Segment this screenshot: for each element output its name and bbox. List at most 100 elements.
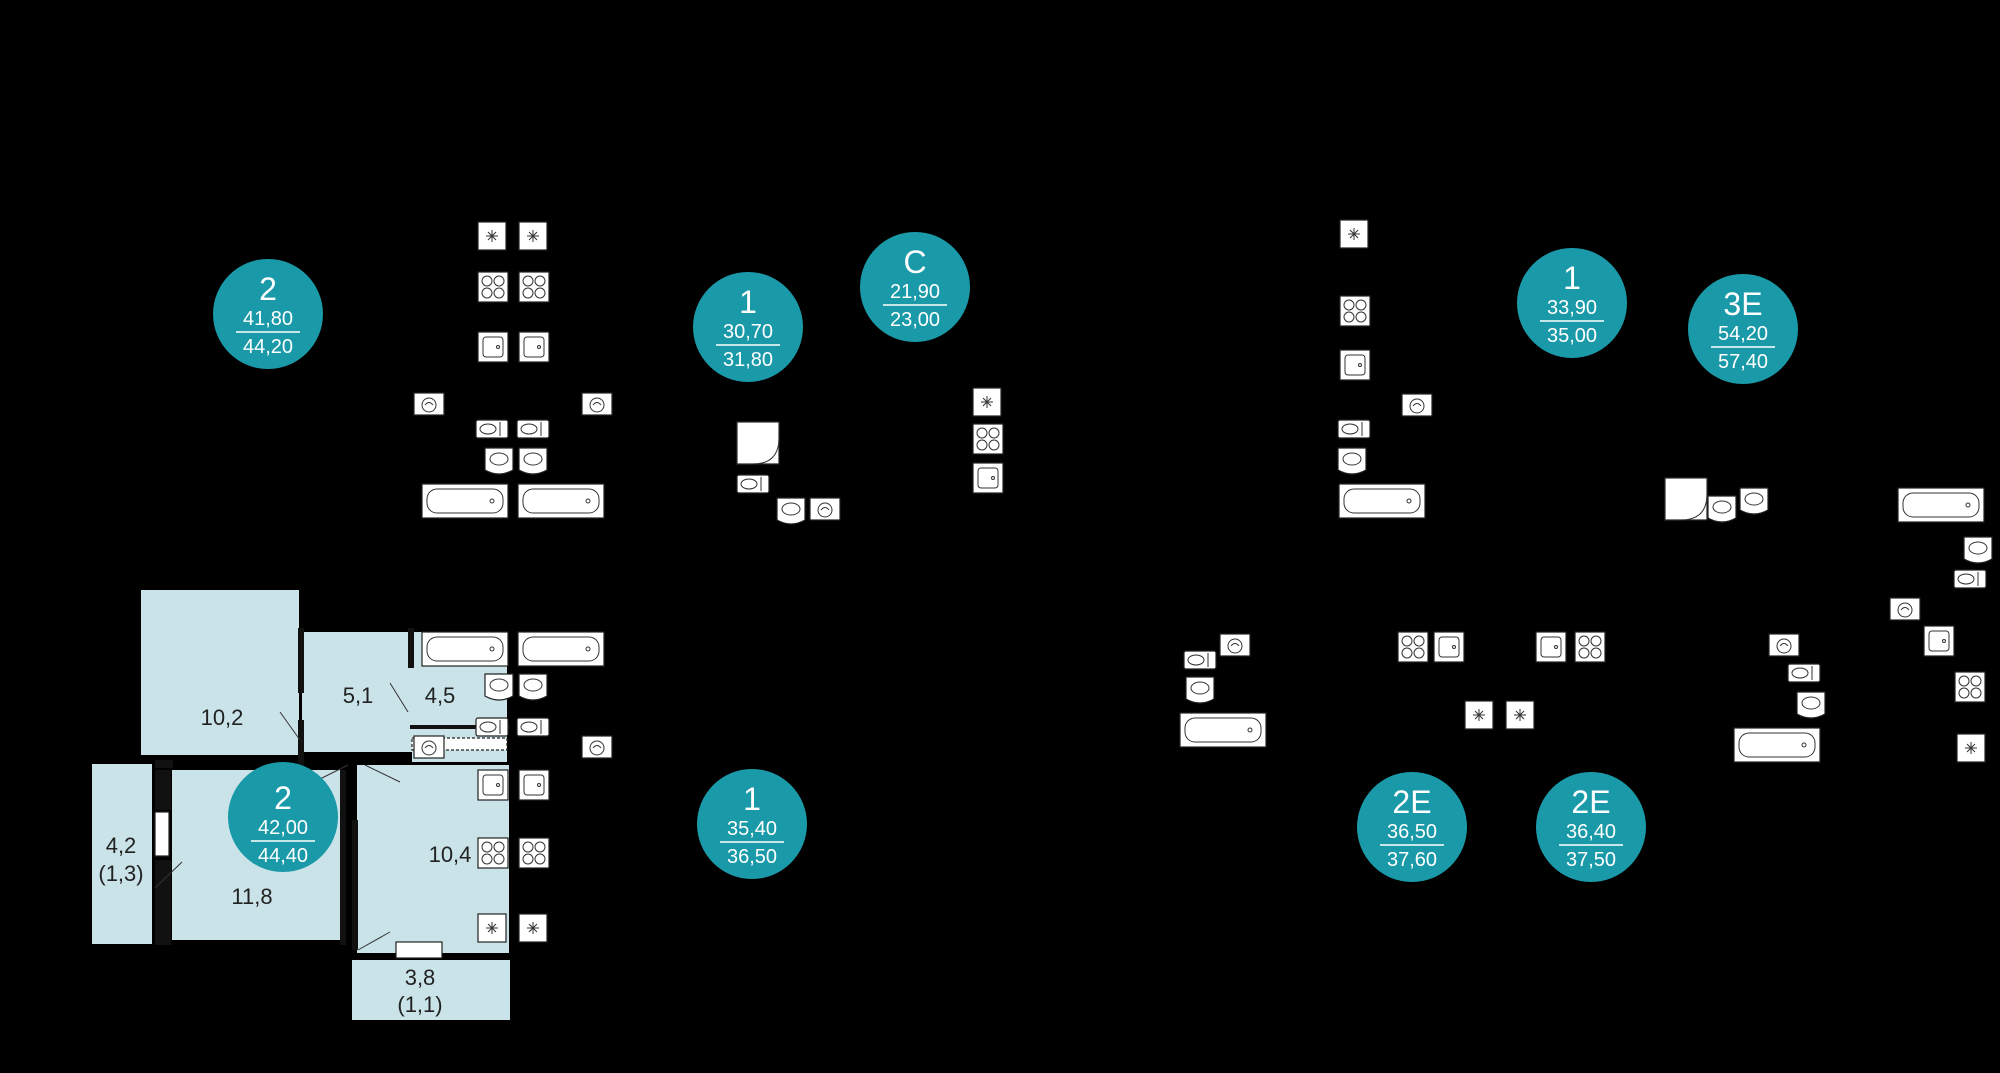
toilet-icon	[516, 419, 550, 439]
badge-circle	[213, 259, 323, 369]
washbasin-icon	[1185, 676, 1215, 704]
washing-machine-icon	[581, 392, 613, 416]
cooktop-icon	[477, 271, 509, 303]
apartment-badge[interactable]: С 21,90 23,00	[860, 232, 970, 342]
wall	[298, 720, 304, 770]
living-area: 36,40	[1566, 821, 1616, 843]
apartment-badge[interactable]: 2 42,00 44,40	[228, 762, 338, 872]
washbasin-icon	[484, 447, 514, 475]
washing-machine-icon	[1401, 393, 1433, 417]
room-area-label: 3,8	[405, 965, 436, 990]
cooktop-icon	[477, 837, 509, 869]
vent-icon	[1505, 700, 1535, 730]
vent-icon	[518, 221, 548, 251]
toilet-icon	[516, 717, 550, 737]
vent-icon	[518, 913, 548, 943]
sink-icon	[518, 769, 550, 801]
toilet-icon	[1953, 569, 1987, 589]
sink-icon	[477, 769, 509, 801]
sink-icon	[972, 462, 1004, 494]
door-swing	[317, 764, 349, 781]
cooktop-icon	[1397, 631, 1429, 663]
wall	[340, 770, 346, 945]
wall	[298, 628, 304, 693]
total-area: 37,50	[1566, 849, 1616, 871]
cooktop-icon	[972, 423, 1004, 455]
apartment-badge[interactable]: 2 41,80 44,20	[213, 259, 323, 369]
badge-circle	[697, 769, 807, 879]
bathtub-icon	[421, 631, 509, 667]
wall	[410, 725, 510, 729]
wall	[352, 820, 358, 950]
toilet-icon	[1787, 663, 1821, 683]
total-area: 44,40	[258, 845, 308, 867]
radiator	[395, 941, 443, 959]
living-area: 54,20	[1718, 323, 1768, 345]
washing-machine-icon	[1768, 633, 1800, 657]
room-area-label: 5,1	[343, 683, 374, 708]
bathtub-icon	[1897, 487, 1985, 523]
vent-icon	[1339, 219, 1369, 249]
vent-icon	[477, 221, 507, 251]
room-area-label: 4,5	[425, 683, 456, 708]
badge-circle	[1688, 274, 1798, 384]
washbasin-icon	[1707, 495, 1737, 523]
badge-circle	[1517, 248, 1627, 358]
washing-machine-icon	[1219, 633, 1251, 657]
sink-icon	[518, 331, 550, 363]
apartment-type: 3Е	[1723, 286, 1762, 322]
total-area: 31,80	[723, 349, 773, 371]
apartment-type: 2	[274, 780, 292, 816]
room-balcony-left	[92, 764, 152, 944]
total-area: 44,20	[243, 336, 293, 358]
apartment-badge[interactable]: 1 30,70 31,80	[693, 272, 803, 382]
badge-circle	[693, 272, 803, 382]
wall	[155, 760, 173, 768]
washbasin-icon	[1337, 447, 1367, 475]
sink-icon	[477, 331, 509, 363]
living-area: 36,50	[1387, 821, 1437, 843]
window-sill	[154, 811, 170, 857]
apartment-badge[interactable]: 2Е 36,40 37,50	[1536, 772, 1646, 882]
bathtub-icon	[1179, 712, 1267, 748]
badge-circle	[1536, 772, 1646, 882]
apartment-type: 1	[739, 284, 757, 320]
living-area: 30,70	[723, 321, 773, 343]
living-area: 21,90	[890, 281, 940, 303]
bathtub-icon	[517, 631, 605, 667]
washbasin-icon	[776, 497, 806, 525]
cooktop-icon	[518, 271, 550, 303]
living-area: 33,90	[1547, 297, 1597, 319]
vent-icon	[1464, 700, 1494, 730]
apartment-type: 2Е	[1392, 784, 1431, 820]
toilet-icon	[1337, 419, 1371, 439]
washbasin-icon	[518, 673, 548, 701]
bathtub-icon	[517, 483, 605, 519]
toilet-icon	[1183, 650, 1217, 670]
wall	[155, 860, 171, 945]
toilet-icon	[475, 419, 509, 439]
living-area: 42,00	[258, 817, 308, 839]
total-area: 37,60	[1387, 849, 1437, 871]
washing-machine-icon	[413, 392, 445, 416]
room-bedroom	[141, 590, 299, 755]
door-swing	[389, 682, 409, 713]
cooktop-icon	[1339, 295, 1371, 327]
sink-icon	[1339, 349, 1371, 381]
living-area: 35,40	[727, 818, 777, 840]
apartment-type: 2	[259, 271, 277, 307]
door-swing	[357, 931, 391, 951]
apartment-badge[interactable]: 3Е 54,20 57,40	[1688, 274, 1798, 384]
apartment-badge[interactable]: 1 33,90 35,00	[1517, 248, 1627, 358]
washing-machine-icon	[413, 735, 445, 759]
door-swing	[279, 711, 301, 741]
apartment-badge[interactable]: 2Е 36,50 37,60	[1357, 772, 1467, 882]
washbasin-icon	[484, 673, 514, 701]
sink-icon	[1535, 631, 1567, 663]
washing-machine-icon	[581, 735, 613, 759]
apartment-type: 1	[743, 781, 761, 817]
cooktop-icon	[1574, 631, 1606, 663]
apartment-type: С	[903, 244, 926, 280]
badge-circle	[228, 762, 338, 872]
apartment-badge[interactable]: 1 35,40 36,50	[697, 769, 807, 879]
